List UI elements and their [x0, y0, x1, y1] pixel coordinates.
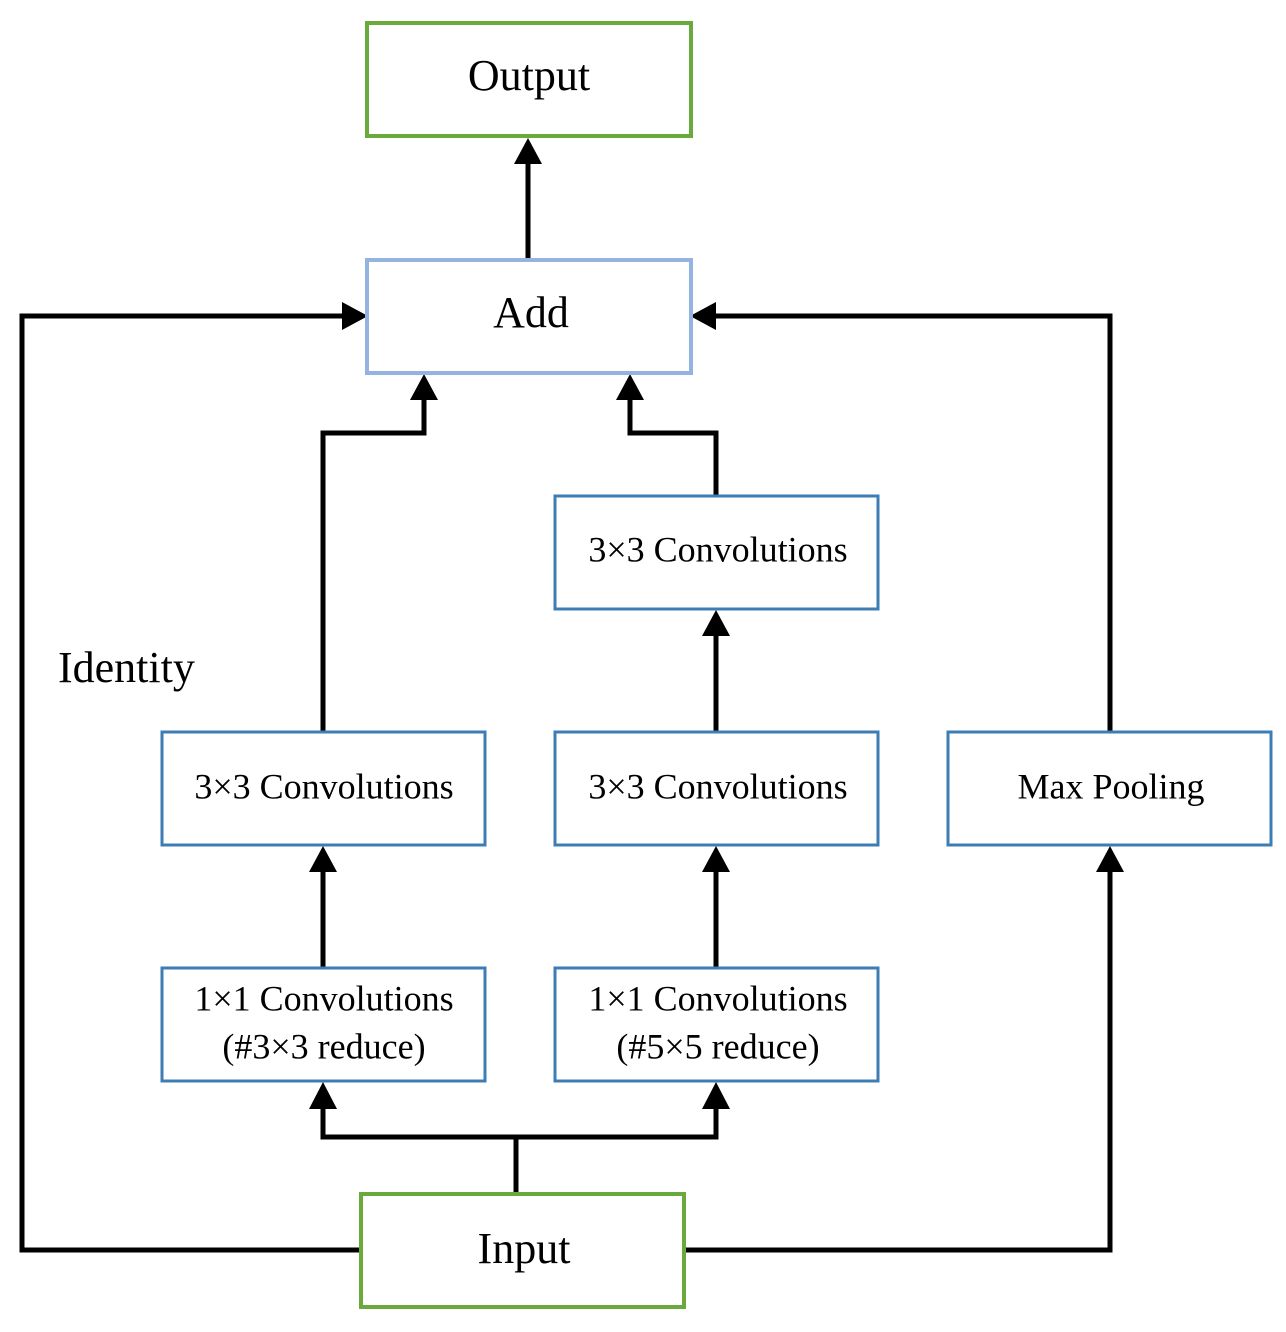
- left-reduce-line1: 1×1 Convolutions: [194, 978, 453, 1018]
- arrowhead-mid-conv-a: [702, 846, 730, 872]
- edge-left-conv-to-add: [320, 400, 427, 732]
- arrowhead-output: [514, 138, 542, 164]
- arrowhead-left-reduce: [309, 1082, 337, 1109]
- arrowhead-add-right: [690, 302, 716, 330]
- max-pool-label: Max Pooling: [1017, 766, 1204, 806]
- node-left-reduce: 1×1 Convolutions (#3×3 reduce): [160, 966, 487, 1083]
- node-mid-conv-b: 3×3 Convolutions: [553, 494, 880, 611]
- edge-maxpool-to-add: [716, 313, 1113, 732]
- node-max-pool: Max Pooling: [946, 730, 1273, 847]
- arrowhead-maxpool: [1096, 846, 1124, 872]
- edge-splitter: [320, 1109, 719, 1140]
- output-label: Output: [468, 51, 590, 100]
- input-label: Input: [478, 1224, 571, 1273]
- node-output: Output: [365, 21, 693, 138]
- left-conv-label: 3×3 Convolutions: [194, 766, 453, 806]
- identity-label: Identity: [58, 643, 195, 692]
- arrowhead-mid-reduce: [702, 1082, 730, 1109]
- arrowhead-identity: [342, 302, 368, 330]
- arrowhead-add-left: [410, 374, 438, 400]
- node-add: Add: [365, 258, 693, 375]
- edge-mid-conv-b-to-add: [627, 400, 719, 496]
- node-input: Input: [359, 1192, 686, 1309]
- mid-conv-b-label: 3×3 Convolutions: [588, 529, 847, 569]
- left-reduce-line2: (#3×3 reduce): [222, 1026, 425, 1066]
- node-mid-reduce: 1×1 Convolutions (#5×5 reduce): [553, 966, 880, 1083]
- node-mid-conv-a: 3×3 Convolutions: [553, 730, 880, 847]
- mid-reduce-line2: (#5×5 reduce): [616, 1026, 819, 1066]
- edges: [19, 138, 1124, 1253]
- mid-reduce-line1: 1×1 Convolutions: [588, 978, 847, 1018]
- arrowhead-left-conv: [309, 846, 337, 872]
- node-left-conv: 3×3 Convolutions: [160, 730, 487, 847]
- edge-input-to-maxpool: [684, 872, 1113, 1253]
- edge-identity: [19, 313, 362, 1253]
- arrowhead-mid-conv-b: [702, 610, 730, 636]
- mid-conv-a-label: 3×3 Convolutions: [588, 766, 847, 806]
- add-label: Add: [493, 288, 569, 337]
- arrowhead-add-mid: [616, 374, 644, 400]
